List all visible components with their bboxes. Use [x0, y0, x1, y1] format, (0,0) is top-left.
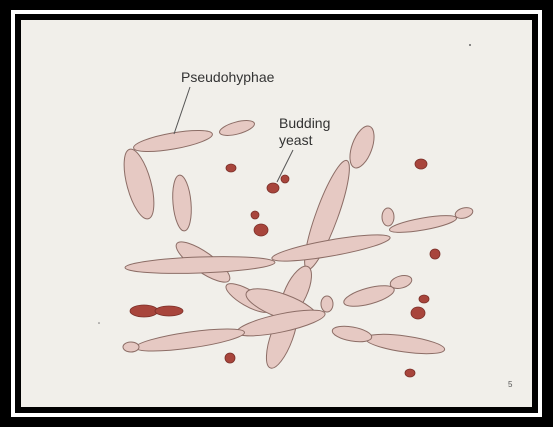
speck	[469, 44, 471, 46]
speck	[98, 322, 100, 324]
budding-yeast-label-line2: yeast	[279, 132, 313, 148]
budding-yeast-label-line1: Budding	[279, 115, 330, 131]
pseudohyphae-label: Pseudohyphae	[181, 69, 275, 85]
page-mark: 5	[508, 380, 513, 389]
